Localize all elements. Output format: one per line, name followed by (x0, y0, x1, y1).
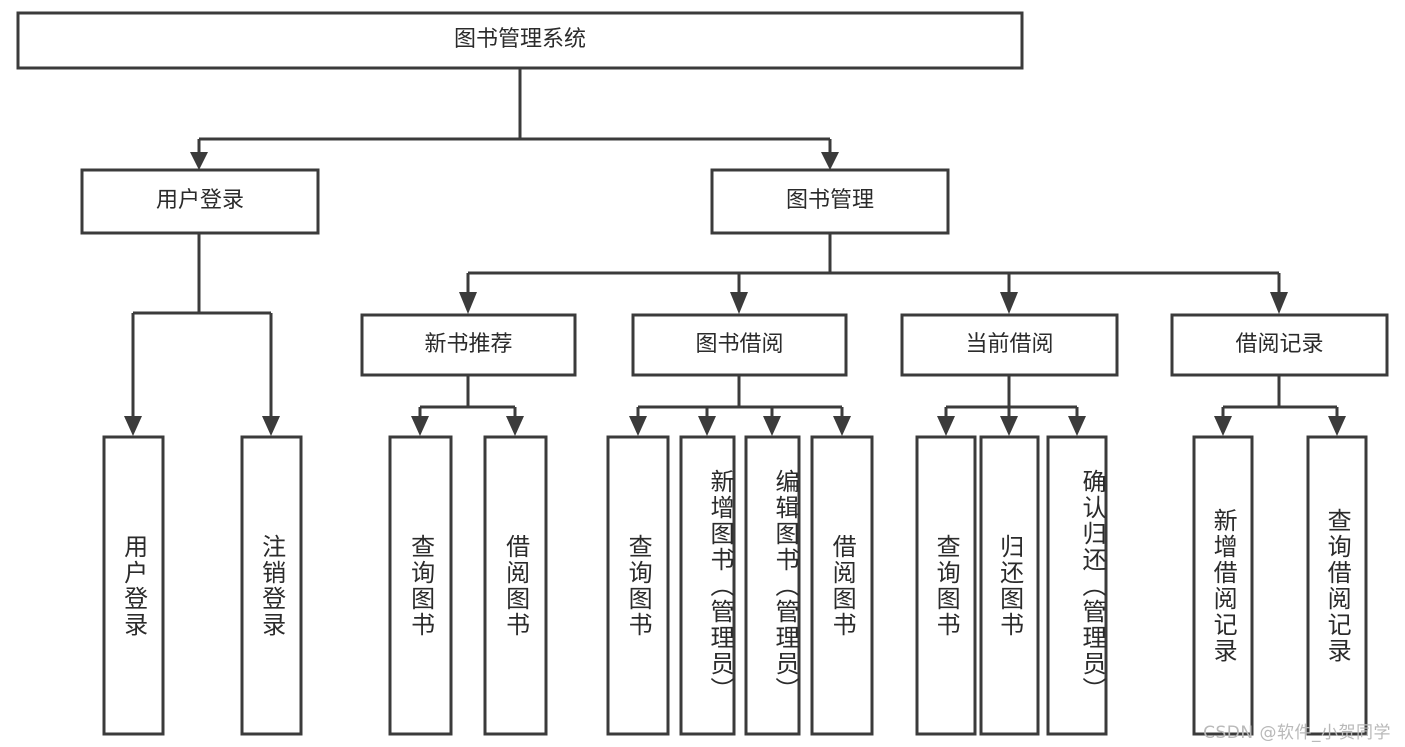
arrow-to-leaf-logout (262, 416, 280, 436)
arrow-to-current-borrow (1000, 292, 1018, 314)
node-new-book-recommend[interactable] (360, 313, 577, 377)
node-book-borrow[interactable] (631, 313, 848, 377)
node-leaf-borrow-book-1[interactable] (483, 435, 548, 736)
node-leaf-add-book[interactable] (679, 435, 736, 736)
node-leaf-confirm-return[interactable] (1046, 435, 1108, 736)
node-leaf-query-book-1[interactable] (388, 435, 453, 736)
arrow-to-borrow-record (1270, 292, 1288, 314)
arrow-to-leaf-return-book (1000, 416, 1018, 436)
arrow-to-leaf-user-login (124, 416, 142, 436)
arrow-to-leaf-borrow-book-1 (506, 416, 524, 436)
node-book-manage[interactable] (710, 168, 950, 235)
node-leaf-query-book-3[interactable] (915, 435, 977, 736)
node-leaf-user-login[interactable] (102, 435, 165, 736)
arrow-to-leaf-query-book-1 (411, 416, 429, 436)
arrow-to-leaf-query-book-2 (629, 416, 647, 436)
node-root[interactable] (16, 11, 1024, 70)
arrow-to-leaf-edit-book (763, 416, 781, 436)
node-borrow-record[interactable] (1170, 313, 1389, 377)
node-leaf-edit-book[interactable] (744, 435, 801, 736)
arrow-to-new-book-recommend (459, 292, 477, 314)
arrow-to-book-borrow (730, 292, 748, 314)
arrow-to-user-login (190, 152, 208, 170)
node-leaf-query-book-2[interactable] (606, 435, 670, 736)
arrow-to-leaf-confirm-return (1068, 416, 1086, 436)
arrow-to-leaf-add-record (1214, 416, 1232, 436)
arrow-to-leaf-query-book-3 (937, 416, 955, 436)
node-current-borrow[interactable] (900, 313, 1119, 377)
node-leaf-add-record[interactable] (1192, 435, 1254, 736)
node-leaf-query-record[interactable] (1306, 435, 1368, 736)
nodes-layer (16, 11, 1389, 736)
node-user-login[interactable] (80, 168, 320, 235)
node-leaf-return-book[interactable] (979, 435, 1040, 736)
arrow-to-leaf-borrow-book-2 (833, 416, 851, 436)
arrow-to-book-manage (821, 152, 839, 170)
arrow-to-leaf-add-book (698, 416, 716, 436)
edges-layer (124, 68, 1346, 436)
arrow-to-leaf-query-record (1328, 416, 1346, 436)
node-leaf-logout[interactable] (240, 435, 303, 736)
node-leaf-borrow-book-2[interactable] (810, 435, 874, 736)
